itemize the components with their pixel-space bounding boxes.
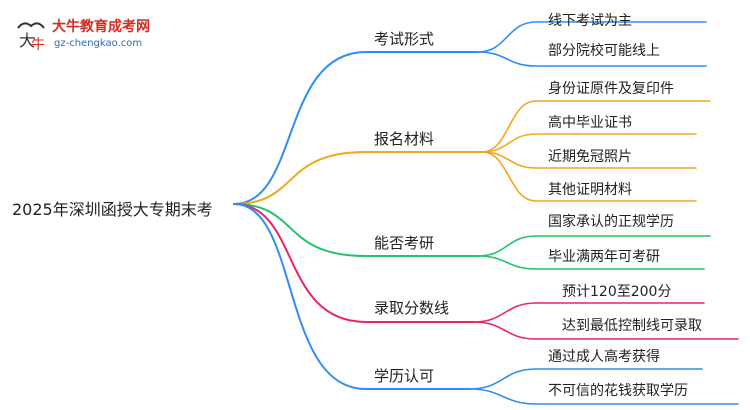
branch-to-leaf-connector <box>481 133 697 153</box>
svg-text:牛: 牛 <box>31 37 45 52</box>
leaf-node: 其他证明材料 <box>548 182 632 198</box>
leaf-node: 近期免冠照片 <box>548 149 632 165</box>
branch-postgrad-eligibility: 能否考研 <box>374 234 435 252</box>
branch-to-leaf-connector <box>469 368 703 390</box>
leaf-node: 国家承认的正规学历 <box>548 214 674 230</box>
branch-to-leaf-connector <box>481 100 711 153</box>
branch-to-leaf-connector <box>473 321 739 340</box>
leaf-node: 线下考试为主 <box>548 13 632 29</box>
branch-to-leaf-connector <box>477 51 707 67</box>
leaf-node: 高中毕业证书 <box>548 115 632 131</box>
logo-url: gz-chengkao.com <box>54 38 143 49</box>
root-to-branch-connector <box>233 151 367 205</box>
branch-admission-score: 录取分数线 <box>374 299 450 317</box>
leaf-node: 毕业满两年可考研 <box>548 249 660 265</box>
site-logo: 大 牛 大牛教育成考网 gz-chengkao.com <box>8 12 188 56</box>
branch-to-leaf-connector <box>473 302 705 323</box>
branch-exam-format: 考试形式 <box>374 30 435 48</box>
branch-to-leaf-connector <box>481 151 697 169</box>
leaf-node: 不可信的花钱获取学历 <box>548 383 688 399</box>
branch-application-materials: 报名材料 <box>374 130 435 148</box>
leaf-node: 身份证原件及复印件 <box>548 81 674 97</box>
leaf-node: 通过成人高考获得 <box>548 349 660 365</box>
bull-logo-icon: 大 牛 <box>17 22 45 52</box>
svg-text:大: 大 <box>19 31 35 50</box>
branch-to-leaf-connector <box>481 151 697 202</box>
leaf-node: 部分院校可能线上 <box>548 43 660 59</box>
root-to-branch-connector <box>233 203 367 323</box>
branch-to-leaf-connector <box>477 255 705 270</box>
leaf-node: 达到最低控制线可录取 <box>562 318 702 334</box>
root-to-branch-connector <box>233 203 367 390</box>
branch-to-leaf-connector <box>477 21 707 53</box>
branch-degree-recognition: 学历认可 <box>374 367 435 385</box>
logo-title: 大牛教育成考网 <box>52 19 150 35</box>
branch-to-leaf-connector <box>469 388 739 405</box>
root-node: 2025年深圳函授大专期末考 <box>12 200 213 219</box>
branch-to-leaf-connector <box>477 235 711 257</box>
leaf-node: 预计120至200分 <box>562 284 672 300</box>
root-to-branch-connector <box>233 203 367 257</box>
root-to-branch-connector <box>233 51 367 205</box>
